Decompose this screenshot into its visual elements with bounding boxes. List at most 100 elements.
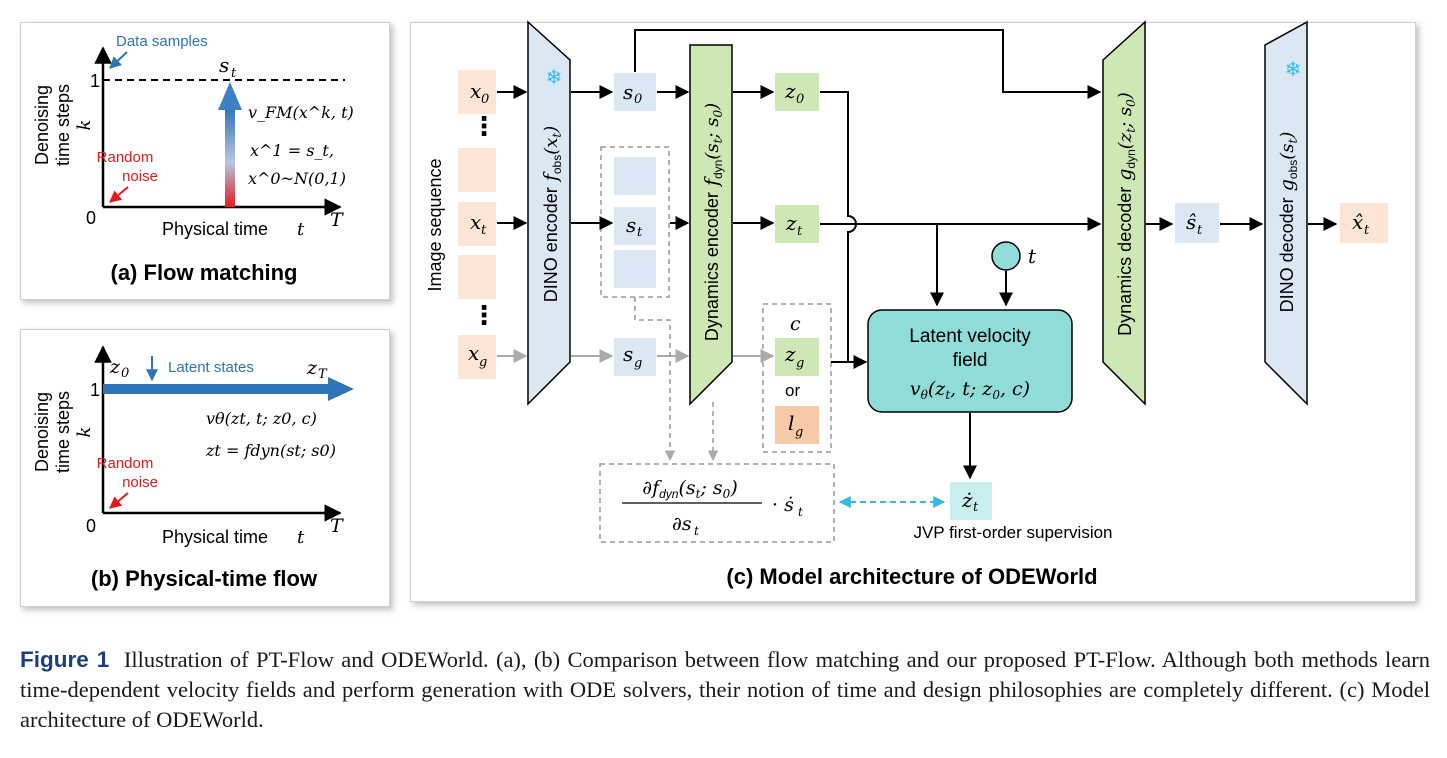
a-eq3: x^0~N(0,1) [248,169,346,188]
a-eq2: x^1 = s_t, [250,141,334,160]
svg-text:t: t [1364,223,1370,238]
a-origin: 0 [86,208,96,228]
b-zT-sub: T [318,367,328,382]
a-top-label: s [219,53,229,77]
frame-blank-2 [458,255,496,299]
b-x-label: Physical time [162,527,268,547]
svg-text:z: z [784,79,796,103]
box-st [614,207,656,245]
frame-blank-1 [458,148,496,192]
panel-a-frame [20,22,390,300]
svg-text:g: g [479,355,487,370]
box-s0 [614,73,656,111]
dynamics-encoder-block [689,44,733,406]
a-top-sub: t [231,66,237,81]
c-ellipsis-bottom: ⋮ [471,300,497,330]
c-label: c [790,313,801,335]
box-zdot [950,482,992,520]
svg-text:· ṡ: · ṡ [772,494,794,516]
figure-svg: 1 0 T Denoising time steps k Physical ti… [32,20,1388,591]
c-image-sequence: Image sequence [425,158,445,291]
box-lg [775,406,819,444]
box-zt [775,205,819,243]
svg-text:t: t [481,223,487,238]
figure-caption: Figure 1 Illustration of PT-Flow and ODE… [20,645,1430,735]
a-y-label-1: Denoising [32,85,52,165]
b-title: (b) Physical-time flow [91,566,318,591]
svg-text:0: 0 [796,92,804,107]
svg-text:s: s [626,213,636,237]
box-zg [775,338,819,376]
b-y-label-2: time steps [53,391,73,473]
svg-text:ż: ż [961,488,973,512]
svg-text:x̂: x̂ [1352,210,1363,234]
t-node [991,241,1021,271]
c-jvp: JVP first-order supervision [913,523,1112,542]
box-shat [1175,203,1219,243]
a-eq1: v_FM(x^k, t) [248,103,354,122]
c-t-node-label: t [1028,244,1037,268]
svg-text:x: x [470,79,481,103]
a-data-samples: Data samples [116,33,208,50]
svg-text:g: g [795,425,803,440]
c-dyn-encoder: Dynamics encoder fdyn(st; s0) [701,103,725,341]
frame-x0 [458,70,496,114]
b-eq2: zt = fdyn(st; s0) [205,441,336,460]
svg-text:x: x [470,210,481,234]
frame-xt [458,202,496,246]
frame-xg [458,335,496,379]
box-xhat [1340,203,1388,243]
svg-text:x: x [468,341,479,365]
svg-text:t: t [1197,223,1203,238]
b-random-1: Random [97,455,154,472]
a-y-tick: 1 [90,71,100,91]
b-y-tick: 1 [90,380,100,400]
b-x-end: T [330,515,344,537]
b-random-2: noise [122,474,158,491]
c-ellipsis-top: ⋮ [471,111,497,141]
box-sg [614,338,656,376]
svg-text:l: l [788,411,794,435]
svg-text:z: z [785,211,797,235]
b-y-label-1: Denoising [32,392,52,472]
c-velocity-2: field [953,350,988,371]
jvp-expression-box [599,463,835,543]
velocity-field-block [867,309,1073,413]
c-velocity-1: Latent velocity [909,326,1031,347]
dino-encoder-block [527,20,571,406]
a-y-var: k [74,120,95,131]
a-title: (a) Flow matching [111,260,298,285]
box-z0 [775,73,819,111]
a-random-1: Random [97,149,154,166]
b-origin: 0 [86,516,96,536]
snowflake-icon: ❄ [1285,59,1302,81]
c-or: or [785,381,800,400]
svg-text:0: 0 [634,92,642,107]
b-eq1: vθ(zt, t; z0, c) [206,409,317,428]
svg-text:t: t [694,524,699,538]
svg-text:t: t [637,225,643,240]
svg-text:g: g [796,356,804,371]
svg-text:s: s [623,342,633,366]
a-y-label-2: time steps [53,84,73,166]
c-dino-encoder: DINO encoder fobs(xt) [540,126,564,303]
panel-b-frame [20,329,390,607]
a-x-label: Physical time [162,219,268,239]
caption-label: Figure 1 [20,647,110,672]
svg-text:∂fdyn(st; s0): ∂fdyn(st; s0) [642,477,737,501]
svg-text:vθ(zt, t; z0, c): vθ(zt, t; z0, c) [910,378,1030,402]
dynamics-decoder-block [1102,20,1146,406]
dino-decoder-block [1264,20,1308,406]
panel-c: Image sequence x 0 ⋮ x t ⋮ x g DINO enco… [425,20,1388,589]
svg-text:t: t [973,500,979,515]
a-random-2: noise [122,168,158,185]
panel-b: 1 0 T Denoising time steps k Physical ti… [32,345,354,591]
b-y-var: k [74,427,95,438]
svg-text:t: t [798,505,803,519]
b-zT: z [306,357,318,379]
svg-text:z: z [784,342,796,366]
svg-text:ŝ: ŝ [1186,210,1196,234]
c-dyn-decoder: Dynamics decoder gdyn(zt; s0) [1114,92,1138,336]
caption-text: Illustration of PT-Flow and ODEWorld. (a… [20,647,1430,732]
svg-text:∂s: ∂s [672,513,692,535]
